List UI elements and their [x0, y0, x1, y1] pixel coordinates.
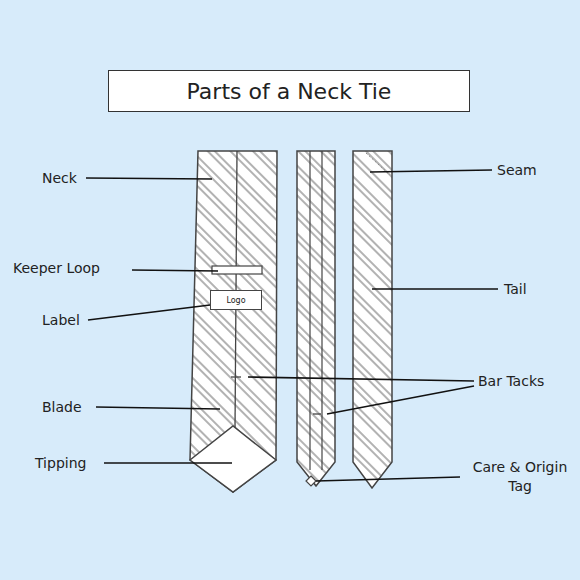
logo-label-box: Logo: [210, 290, 262, 310]
part-label: Neck: [42, 169, 77, 188]
diagram-title: Parts of a Neck Tie: [187, 79, 392, 104]
part-label: Bar Tacks: [478, 372, 544, 391]
part-label: Tail: [504, 280, 527, 299]
part-label: Label: [42, 311, 80, 330]
logo-text: Logo: [226, 296, 245, 305]
part-label: Tipping: [35, 454, 86, 473]
part-label: Keeper Loop: [13, 259, 100, 278]
part-label: Care & Origin Tag: [463, 458, 577, 496]
part-label: Seam: [497, 161, 537, 180]
title-box: Parts of a Neck Tie: [108, 70, 470, 112]
part-label: Blade: [42, 398, 82, 417]
